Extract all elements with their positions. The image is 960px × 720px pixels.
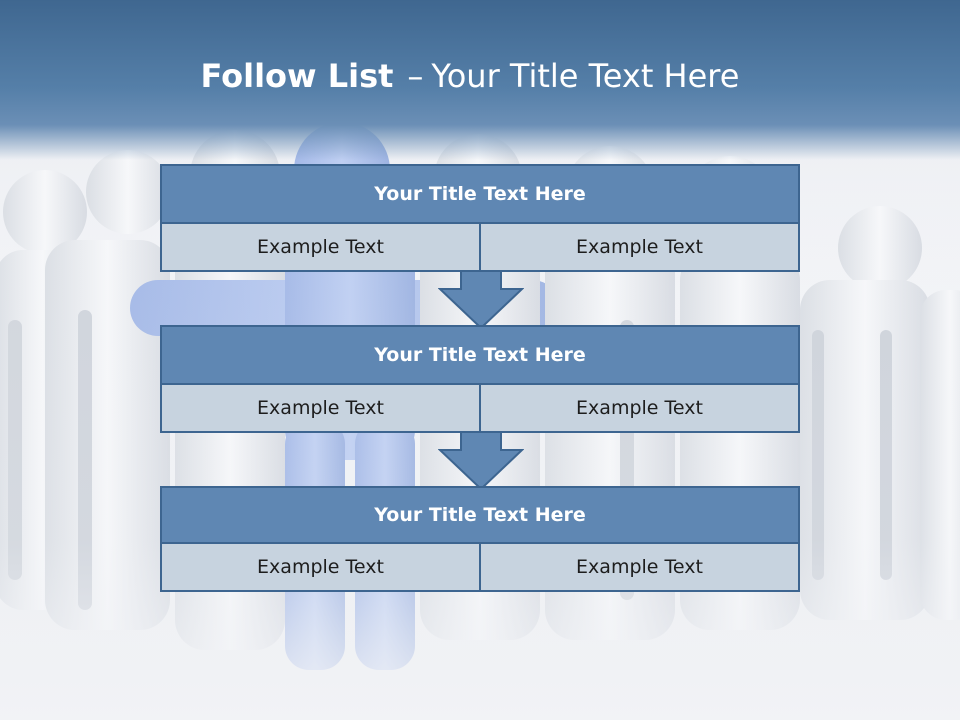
step-title: Your Title Text Here [162,488,798,544]
title-rest: Your Title Text Here [431,57,740,95]
header-band [0,0,960,160]
step-cell-right: Example Text [479,544,798,590]
step-cell-left: Example Text [162,385,479,431]
step-row: Example Text Example Text [162,385,798,431]
title-bold: Follow List [200,57,394,95]
step-cell-left: Example Text [162,544,479,590]
down-arrow-icon [438,270,524,330]
step-row: Example Text Example Text [162,544,798,590]
step-cell-right: Example Text [479,385,798,431]
slide-title: Follow List–Your Title Text Here [0,52,940,100]
step-box-3: Your Title Text Here Example Text Exampl… [160,486,800,592]
step-row: Example Text Example Text [162,224,798,270]
step-box-1: Your Title Text Here Example Text Exampl… [160,164,800,272]
step-cell-left: Example Text [162,224,479,270]
step-box-2: Your Title Text Here Example Text Exampl… [160,325,800,433]
step-title: Your Title Text Here [162,327,798,385]
down-arrow-icon [438,431,524,491]
step-title: Your Title Text Here [162,166,798,224]
step-cell-right: Example Text [479,224,798,270]
title-dash: – [407,57,424,95]
